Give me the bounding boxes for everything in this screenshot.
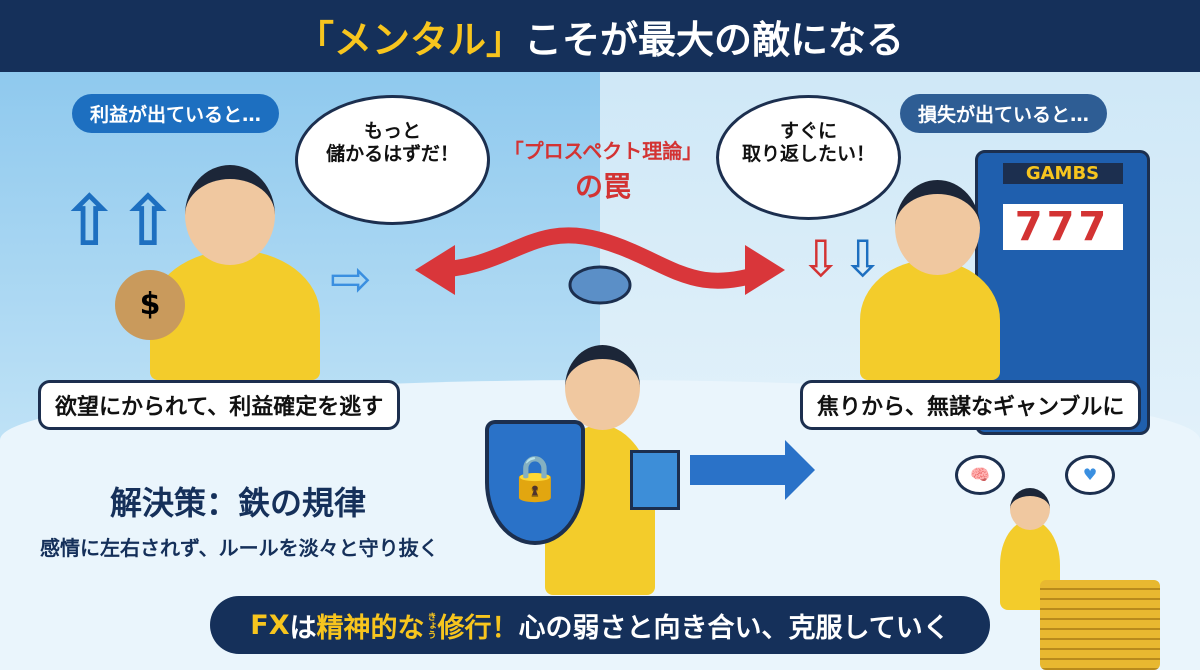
- rule-book-icon: [630, 450, 680, 510]
- profit-thought-bubble: もっと 儲かるはずだ！: [295, 95, 490, 225]
- title-highlight: メンタル: [333, 17, 486, 62]
- title-rest: こそが最大の敵になる: [524, 17, 905, 62]
- prospect-theory-title: 「プロスペクト理論」: [503, 139, 703, 163]
- slot-machine-reels: 777: [1002, 204, 1123, 250]
- title-bracket: 「: [295, 17, 334, 62]
- heart-icon: ♥: [1065, 455, 1115, 495]
- disciplined-trader-head: [565, 345, 640, 430]
- climbing-trader-head: [1010, 488, 1050, 530]
- prospect-theory-trap: の罠: [574, 170, 631, 203]
- coin-stacks-icon: [1040, 580, 1160, 670]
- banner-text: 心の弱さと向き合い、克服していく: [518, 612, 950, 644]
- wavy-double-arrow-icon: [415, 227, 785, 305]
- banner-ruby: きょう: [425, 611, 436, 639]
- banner-highlight: 修行！: [437, 612, 519, 644]
- profit-label: 利益が出ていると…: [72, 94, 280, 133]
- solution-title: 解決策：鉄の規律: [110, 484, 367, 522]
- brain-icon: 🧠: [955, 455, 1005, 495]
- down-arrows-icon: ⇩⇩: [800, 230, 884, 288]
- right-arrow-icon: ⇨: [330, 250, 372, 308]
- banner-text: は: [289, 612, 317, 644]
- forward-arrow-shaft: [690, 455, 790, 485]
- shield-lock-icon: 🔒: [485, 420, 585, 545]
- money-bag-icon: $: [115, 270, 185, 340]
- banner-fx: FX: [250, 609, 290, 641]
- happy-trader-head: [185, 165, 275, 265]
- loss-thought-bubble: すぐに 取り返したい！: [716, 95, 901, 220]
- forward-arrow-icon: [785, 440, 815, 500]
- anxious-trader-head: [895, 180, 980, 275]
- loss-label: 損失が出ていると…: [900, 94, 1108, 133]
- solution-subtitle: 感情に左右されず、ルールを淡々と守り抜く: [40, 536, 439, 560]
- loss-caption: 焦りから、無謀なギャンブルに: [800, 380, 1142, 430]
- banner-highlight: 精神的な: [316, 612, 425, 644]
- title-bracket: 」: [486, 17, 525, 62]
- slot-machine-brand: GAMBS: [1002, 163, 1123, 184]
- page-title: 「メンタル」こそが最大の敵になる: [0, 0, 1200, 72]
- up-arrows-icon: ⇧⇧: [60, 180, 178, 262]
- profit-caption: 欲望にかられて、利益確定を逃す: [38, 380, 401, 430]
- anxious-trader-body: [860, 260, 1000, 380]
